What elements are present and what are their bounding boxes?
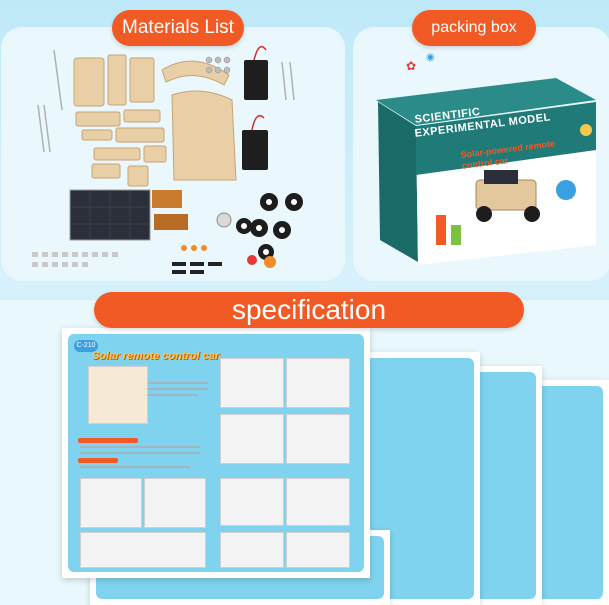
wood-strip bbox=[115, 127, 165, 143]
wood-strip bbox=[75, 111, 121, 127]
materials-panel bbox=[4, 30, 342, 278]
materials-illustration bbox=[32, 45, 303, 274]
battery-box bbox=[244, 60, 268, 100]
step-image bbox=[144, 478, 206, 528]
circuit-board bbox=[152, 190, 182, 208]
step-image bbox=[286, 358, 350, 408]
wood-panel bbox=[73, 57, 105, 107]
product-photo bbox=[88, 366, 148, 424]
step-image bbox=[220, 414, 284, 464]
box-side bbox=[378, 102, 418, 262]
step-image bbox=[80, 478, 142, 528]
wood-strip bbox=[91, 163, 121, 179]
motor bbox=[216, 212, 232, 228]
packing-box-label: packing box bbox=[412, 10, 536, 46]
packing-box-text: packing box bbox=[431, 19, 517, 36]
specification-label: specification bbox=[94, 292, 524, 328]
wood-panel bbox=[129, 57, 155, 103]
manual-page-front: C-210 Solar remote control car bbox=[62, 328, 370, 578]
step-image bbox=[286, 414, 350, 464]
car-image bbox=[475, 179, 537, 211]
materials-list-text: Materials List bbox=[122, 17, 234, 38]
specification-section: C-210 Solar remote control car bbox=[0, 300, 609, 605]
wood-chassis bbox=[171, 90, 237, 181]
materials-list-label: Materials List bbox=[112, 10, 244, 46]
packing-box-panel: ✿ ◉ SCIENTIFIC EXPERIMENTAL MODEL Solar-… bbox=[356, 30, 608, 278]
manual-code-badge: C-210 bbox=[74, 340, 98, 352]
specification-text: specification bbox=[231, 294, 387, 325]
wood-arc bbox=[161, 60, 230, 86]
step-image bbox=[220, 478, 284, 526]
step-image bbox=[80, 532, 206, 568]
box-top bbox=[376, 78, 596, 125]
manual-code: C-210 bbox=[76, 342, 96, 349]
wood-strip bbox=[143, 145, 167, 163]
step-image bbox=[286, 532, 350, 568]
wood-strip bbox=[123, 109, 161, 123]
battery-box bbox=[242, 130, 268, 170]
wood-strip bbox=[93, 147, 141, 161]
svg-text:✿: ✿ bbox=[406, 59, 416, 73]
step-image bbox=[286, 478, 350, 526]
packing-box-illustration: ✿ ◉ bbox=[376, 52, 596, 265]
manual-title: Solar remote control car bbox=[92, 350, 220, 362]
circuit-board bbox=[154, 214, 188, 230]
wood-panel bbox=[107, 54, 127, 106]
wood-strip bbox=[127, 165, 149, 187]
svg-text:◉: ◉ bbox=[426, 52, 435, 63]
step-image bbox=[220, 532, 284, 568]
wood-strip bbox=[81, 129, 113, 141]
step-image bbox=[220, 358, 284, 408]
